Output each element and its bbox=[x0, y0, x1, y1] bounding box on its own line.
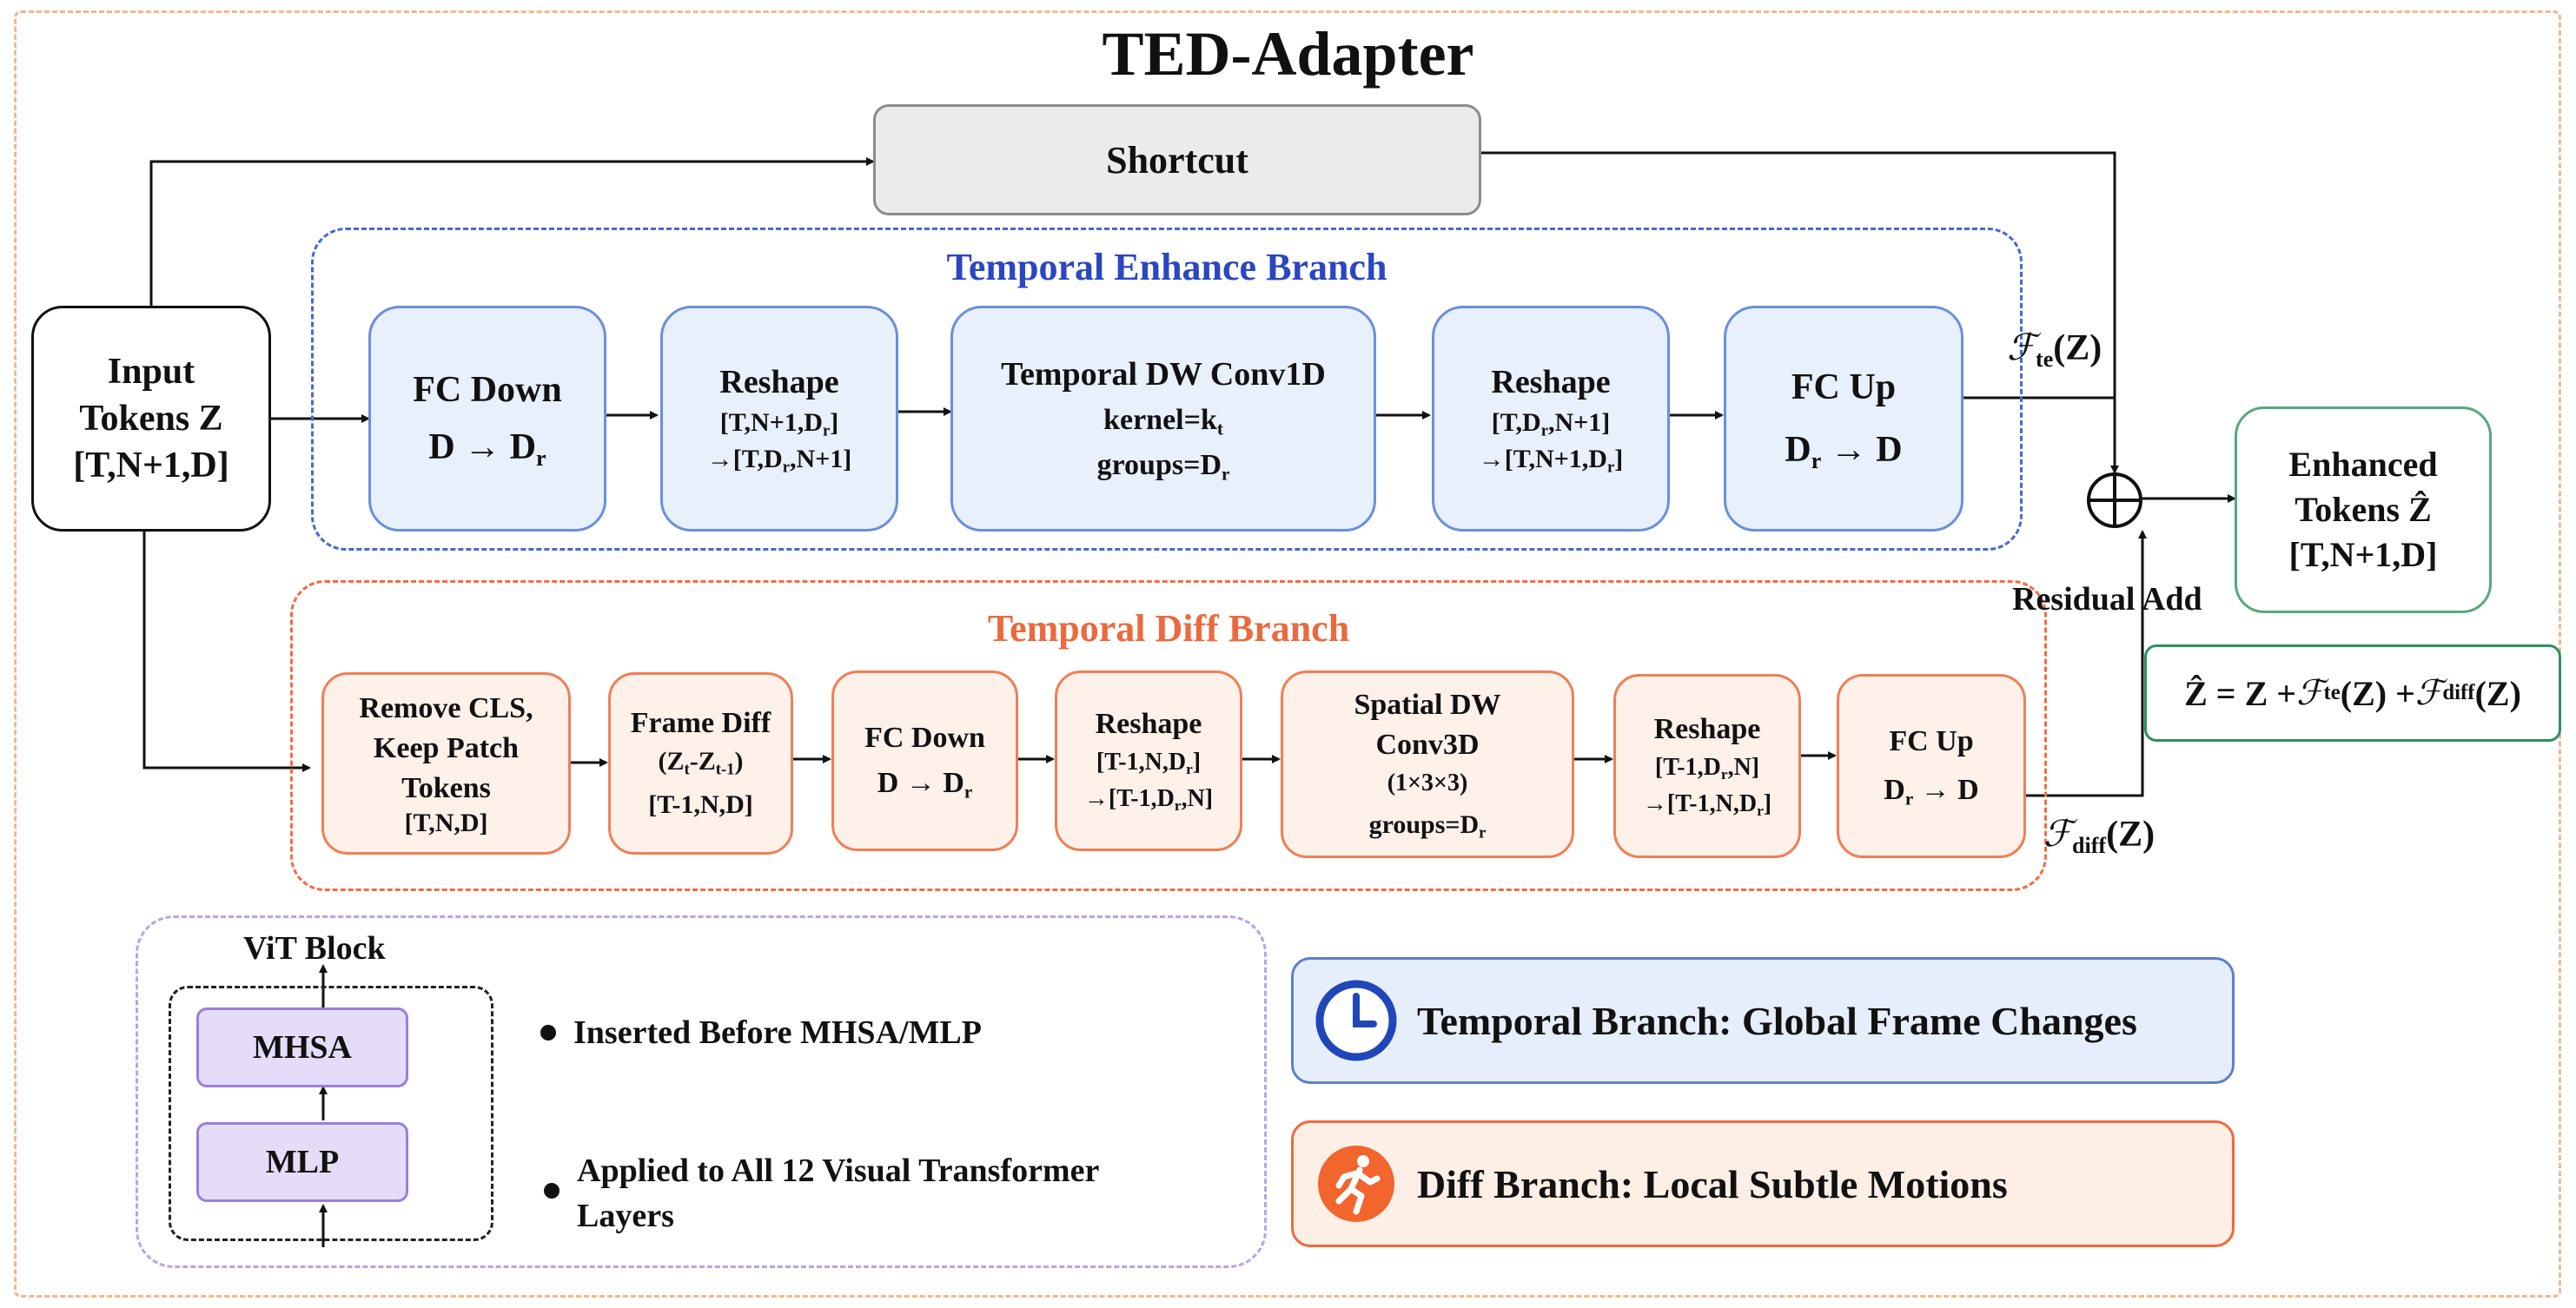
diff-reshape1-title: Reshape bbox=[1095, 708, 1202, 740]
diff-conv-line3: (1×3×3) bbox=[1387, 770, 1468, 796]
input-line2: Tokens Z bbox=[79, 399, 223, 439]
legend-diff: Diff Branch: Local Subtle Motions bbox=[1291, 1120, 2235, 1247]
diff-conv-box: Spatial DW Conv3D (1×3×3) groups=Dr bbox=[1281, 671, 1574, 858]
te-reshape2-title: Reshape bbox=[1491, 364, 1611, 400]
formula-f-te: ℱ bbox=[2296, 673, 2324, 713]
te-conv-line1: kernel=kt bbox=[1103, 404, 1223, 439]
bullet-dot-1 bbox=[540, 1025, 556, 1040]
diff-fc-down-box: FC Down D → Dr bbox=[831, 671, 1018, 851]
legend-temporal: Temporal Branch: Global Frame Changes bbox=[1291, 957, 2235, 1084]
input-line3: [T,N+1,D] bbox=[73, 446, 229, 486]
running-person-icon bbox=[1318, 1146, 1394, 1222]
vit-block-title: ViT Block bbox=[243, 930, 386, 967]
diff-conv-line1: Spatial DW bbox=[1354, 689, 1501, 721]
vit-block-region bbox=[136, 915, 1267, 1268]
legend-temporal-text: Temporal Branch: Global Frame Changes bbox=[1417, 998, 2137, 1043]
bullet-applied-line1: Applied to All 12 Visual Transformer bbox=[577, 1153, 1100, 1189]
bullet-dot-2 bbox=[544, 1183, 560, 1199]
diagram-title: TED-Adapter bbox=[1102, 19, 1474, 89]
arrow-input-to-shortcut bbox=[149, 157, 875, 306]
te-reshape2-line1: [T,Dr,N+1] bbox=[1491, 408, 1611, 440]
output-line2: Tokens Ẑ bbox=[2295, 490, 2432, 529]
te-reshape1-line1: [T,N+1,Dr] bbox=[719, 408, 839, 440]
te-reshape2-line2: →[T,N+1,Dr] bbox=[1478, 445, 1624, 477]
output-line3: [T,N+1,D] bbox=[2288, 535, 2438, 574]
vit-block-inner bbox=[169, 986, 493, 1241]
te-reshape1-line2: →[T,Dr,N+1] bbox=[706, 445, 852, 477]
frame-diff-line2: [T-1,N,D] bbox=[648, 790, 753, 819]
temporal-diff-region bbox=[290, 580, 2047, 891]
formula-diff-term: (Z) bbox=[2474, 673, 2521, 713]
line-shortcut-to-residual bbox=[1481, 151, 2119, 474]
frame-diff-line1: (Zt-Zt-1) bbox=[658, 747, 744, 779]
formula-f-diff: ℱ bbox=[2414, 673, 2443, 713]
te-conv-box: Temporal DW Conv1D kernel=kt groups=Dr bbox=[950, 306, 1376, 532]
remove-cls-line2: Keep Patch bbox=[373, 732, 520, 764]
te-fc-up-box: FC Up Dr → D bbox=[1724, 306, 1963, 532]
diff-reshape2-box: Reshape [T-1,Dr,N] →[T-1,N,Dr] bbox=[1613, 674, 1801, 858]
te-reshape1-title: Reshape bbox=[719, 364, 839, 400]
bullet-inserted: Inserted Before MHSA/MLP bbox=[573, 1014, 982, 1051]
mhsa-box: MHSA bbox=[196, 1007, 408, 1087]
clock-icon bbox=[1315, 980, 1397, 1061]
diff-reshape1-line1: [T-1,N,Dr] bbox=[1096, 749, 1202, 778]
diff-reshape1-box: Reshape [T-1,N,Dr] →[T-1,Dr,N] bbox=[1055, 671, 1242, 851]
diff-fc-down-title: FC Down bbox=[864, 722, 985, 754]
diff-fc-up-formula: Dr → D bbox=[1884, 774, 1979, 809]
remove-cls-line1: Remove CLS, bbox=[359, 692, 533, 724]
input-line1: Input bbox=[107, 352, 195, 392]
te-reshape1-box: Reshape [T,N+1,Dr] →[T,Dr,N+1] bbox=[660, 306, 898, 532]
legend-diff-text: Diff Branch: Local Subtle Motions bbox=[1417, 1161, 2008, 1206]
arrow-input-to-diff bbox=[142, 532, 311, 772]
temporal-enhance-region bbox=[311, 228, 2023, 551]
residual-add-label: Residual Add bbox=[2012, 581, 2202, 618]
diff-fc-down-formula: D → Dr bbox=[877, 767, 973, 803]
diff-reshape2-line2: →[T-1,N,Dr] bbox=[1642, 790, 1772, 820]
diff-reshape1-line2: →[T-1,Dr,N] bbox=[1083, 785, 1214, 815]
te-fc-up-title: FC Up bbox=[1791, 367, 1897, 407]
enhanced-tokens-box: Enhanced Tokens Ẑ [T,N+1,D] bbox=[2235, 406, 2492, 613]
remove-cls-line4: [T,N,D] bbox=[404, 809, 488, 837]
mlp-box: MLP bbox=[196, 1122, 408, 1202]
diff-output-label: ℱdiff(Z) bbox=[2043, 812, 2155, 858]
te-fc-down-box: FC Down D → Dr bbox=[368, 306, 606, 532]
formula-lhs: Ẑ = Z + bbox=[2184, 673, 2297, 713]
diff-reshape2-title: Reshape bbox=[1653, 713, 1761, 745]
diff-fc-up-box: FC Up Dr → D bbox=[1837, 674, 2026, 858]
te-conv-title: Temporal DW Conv1D bbox=[1001, 356, 1326, 393]
input-tokens-box: Input Tokens Z [T,N+1,D] bbox=[31, 306, 271, 532]
shortcut-box: Shortcut bbox=[873, 104, 1481, 215]
diff-fc-up-title: FC Up bbox=[1889, 725, 1974, 757]
output-line1: Enhanced bbox=[2288, 445, 2438, 484]
diff-frame-diff-box: Frame Diff (Zt-Zt-1) [T-1,N,D] bbox=[608, 672, 793, 855]
bullet-applied-line2: Layers bbox=[577, 1198, 674, 1234]
formula-te-term: (Z) + bbox=[2340, 673, 2415, 713]
frame-diff-title: Frame Diff bbox=[630, 707, 771, 739]
residual-add-icon bbox=[2087, 472, 2142, 528]
diff-reshape2-line1: [T-1,Dr,N] bbox=[1654, 754, 1760, 783]
diff-remove-cls-box: Remove CLS, Keep Patch Tokens [T,N,D] bbox=[321, 672, 571, 855]
diff-branch-title: Temporal Diff Branch bbox=[987, 607, 1350, 650]
diff-conv-line4: groups=Dr bbox=[1368, 810, 1487, 842]
te-fc-down-title: FC Down bbox=[413, 370, 562, 410]
remove-cls-line3: Tokens bbox=[401, 772, 491, 804]
te-fc-down-formula: D → Dr bbox=[428, 427, 546, 471]
temporal-branch-title: Temporal Enhance Branch bbox=[946, 246, 1387, 288]
line-diff-to-residual bbox=[2026, 530, 2147, 797]
te-conv-line2: groups=Dr bbox=[1096, 449, 1230, 485]
te-fc-up-formula: Dr → D bbox=[1785, 430, 1903, 473]
te-output-label: ℱte(Z) bbox=[2007, 326, 2103, 372]
te-reshape2-box: Reshape [T,Dr,N+1] →[T,N+1,Dr] bbox=[1432, 306, 1670, 532]
diff-conv-line2: Conv3D bbox=[1375, 729, 1480, 761]
